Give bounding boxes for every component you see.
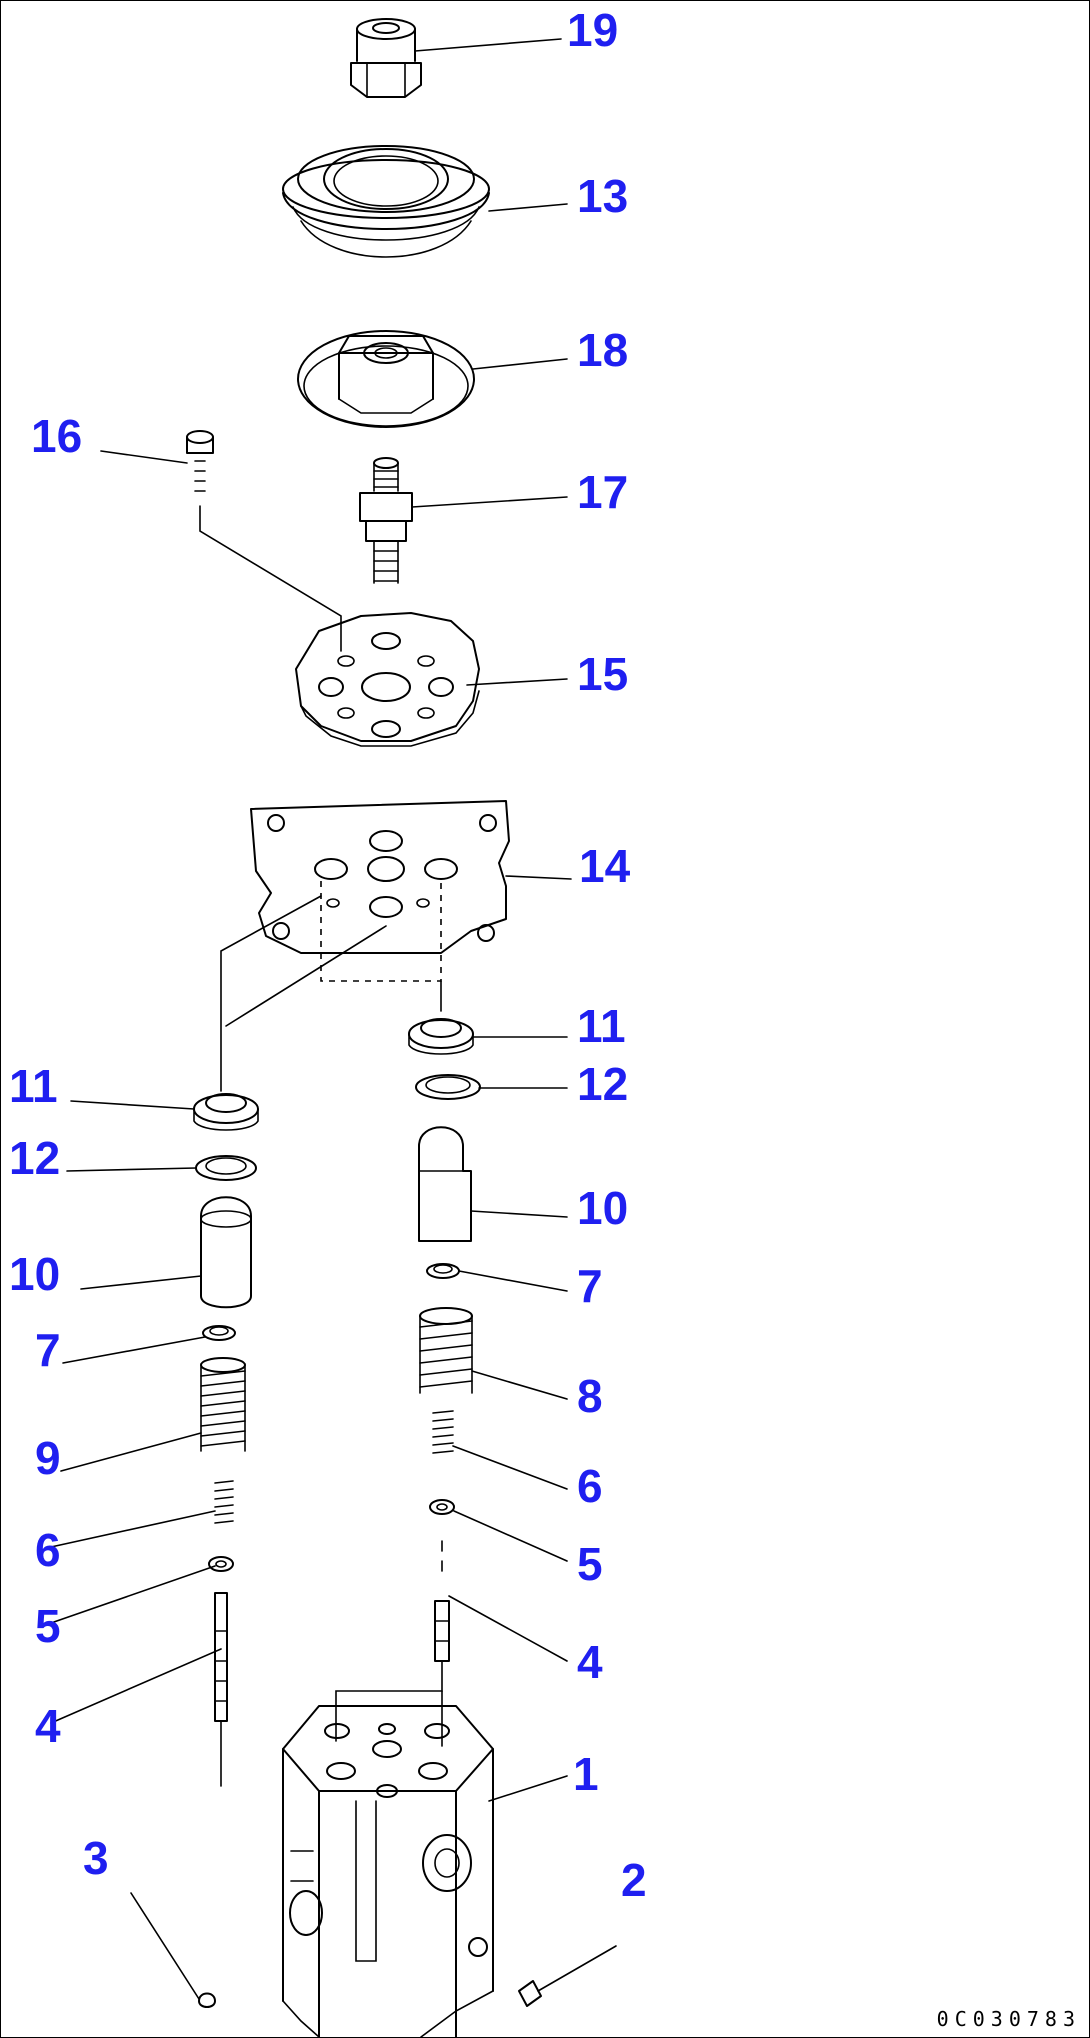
callout-3: 3 (83, 1832, 109, 1884)
leader-lines (50, 38, 617, 2000)
callout-6-left: 6 (35, 1524, 61, 1576)
part-14-gasket (250, 800, 510, 982)
callout-16: 16 (31, 410, 83, 462)
part-17-piston (359, 457, 413, 584)
callout-12-right: 12 (577, 1058, 629, 1110)
callout-4-right: 4 (577, 1636, 603, 1688)
callout-11-left: 11 (9, 1060, 58, 1112)
callout-11-right: 11 (577, 1000, 626, 1052)
part-3-plug (198, 1992, 216, 2008)
callout-17: 17 (577, 466, 629, 518)
callout-15: 15 (577, 648, 629, 700)
right-spool-stack (335, 980, 481, 1747)
callout-5-right: 5 (577, 1538, 603, 1590)
callout-9: 9 (35, 1432, 61, 1484)
part-2-plug (518, 1980, 542, 2007)
callout-8: 8 (577, 1370, 603, 1422)
left-spool-stack (193, 895, 387, 1787)
callout-6-right: 6 (577, 1460, 603, 1512)
callout-18: 18 (577, 324, 629, 376)
callout-10-right: 10 (577, 1182, 629, 1234)
part-19-fitting (350, 18, 422, 98)
part-1-valve-body (282, 1705, 494, 2037)
part-13-boot (282, 145, 490, 258)
part-18-plate (297, 330, 475, 428)
callout-19: 19 (567, 4, 619, 56)
callout-7-left: 7 (35, 1324, 61, 1376)
drawing-number: 0C030783 (936, 2007, 1081, 2031)
part-15-holder (295, 612, 480, 747)
callout-14: 14 (579, 840, 631, 892)
callout-4-left: 4 (35, 1700, 61, 1752)
callout-13: 13 (577, 170, 629, 222)
callout-10-left: 10 (9, 1248, 61, 1300)
callout-2: 2 (621, 1854, 647, 1906)
part-16-bolt (186, 430, 342, 652)
callout-5-left: 5 (35, 1600, 61, 1652)
callout-7-right: 7 (577, 1260, 603, 1312)
callout-12-left: 12 (9, 1132, 61, 1184)
callout-1: 1 (573, 1748, 599, 1800)
